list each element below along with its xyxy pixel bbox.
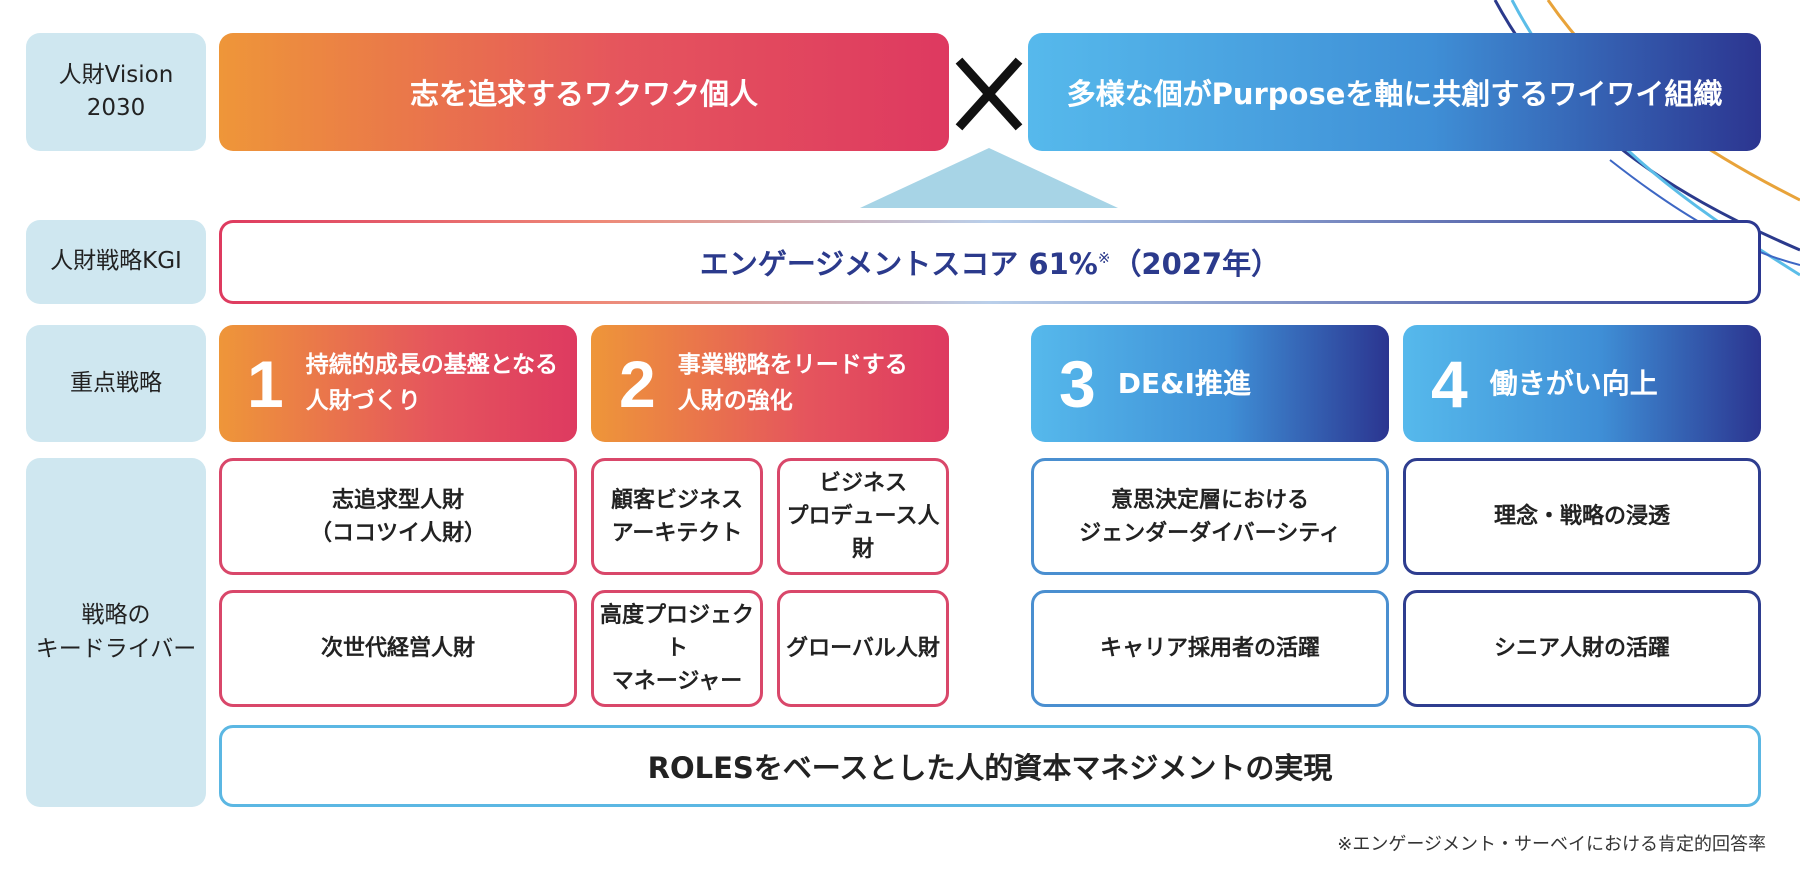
driver-card: キャリア採用者の活躍 bbox=[1031, 590, 1389, 707]
driver-card: 次世代経営人財 bbox=[219, 590, 577, 707]
driver-card: 理念・戦略の浸透 bbox=[1403, 458, 1761, 575]
driver-card: 高度プロジェクト マネージャー bbox=[591, 590, 763, 707]
times-icon bbox=[955, 57, 1023, 131]
strategy-number: 2 bbox=[619, 346, 656, 421]
strategy-title: DE&I推進 bbox=[1117, 366, 1251, 400]
footnote: ※エンゲージメント・サーベイにおける肯定的回答率 bbox=[1337, 834, 1766, 855]
driver-card: ビジネス プロデュース人財 bbox=[777, 458, 949, 575]
label-kgi: 人財戦略KGI bbox=[26, 220, 206, 304]
up-arrow-triangle bbox=[860, 148, 1118, 208]
strategy-number: 4 bbox=[1431, 346, 1468, 421]
driver-card: 顧客ビジネス アーキテクト bbox=[591, 458, 763, 575]
kgi-score: エンゲージメントスコア 61% bbox=[699, 247, 1098, 281]
strategy-3: 3 DE&I推進 bbox=[1031, 325, 1389, 442]
strategy-title: 事業戦略をリードする 人財の強化 bbox=[677, 351, 908, 414]
strategy-title: 持続的成長の基盤となる 人財づくり bbox=[305, 351, 559, 414]
strategy-number: 3 bbox=[1059, 346, 1096, 421]
vision-organization: 多様な個がPurposeを軸に共創するワイワイ組織 bbox=[1028, 33, 1761, 151]
strategy-4: 4 働きがい向上 bbox=[1403, 325, 1761, 442]
strategy-1: 1 持続的成長の基盤となる 人財づくり bbox=[219, 325, 577, 442]
label-focus-strategy: 重点戦略 bbox=[26, 325, 206, 442]
kgi-box: エンゲージメントスコア 61%※（2027年） bbox=[219, 220, 1761, 304]
strategy-number: 1 bbox=[247, 346, 284, 421]
kgi-text: エンゲージメントスコア 61%※（2027年） bbox=[222, 223, 1758, 301]
driver-card: グローバル人財 bbox=[777, 590, 949, 707]
foundation-box: ROLESをベースとした人的資本マネジメントの実現 bbox=[219, 725, 1761, 807]
strategy-title: 働きがい向上 bbox=[1489, 366, 1658, 400]
driver-card: シニア人財の活躍 bbox=[1403, 590, 1761, 707]
label-key-drivers: 戦略の キードライバー bbox=[26, 458, 206, 807]
strategy-2: 2 事業戦略をリードする 人財の強化 bbox=[591, 325, 949, 442]
vision-individual: 志を追求するワクワク個人 bbox=[219, 33, 949, 151]
driver-card: 志追求型人財 （ココツイ人財） bbox=[219, 458, 577, 575]
kgi-note-mark: ※ bbox=[1097, 249, 1111, 267]
driver-card: 意思決定層における ジェンダーダイバーシティ bbox=[1031, 458, 1389, 575]
label-vision: 人財Vision 2030 bbox=[26, 33, 206, 151]
kgi-year: （2027年） bbox=[1112, 247, 1281, 281]
